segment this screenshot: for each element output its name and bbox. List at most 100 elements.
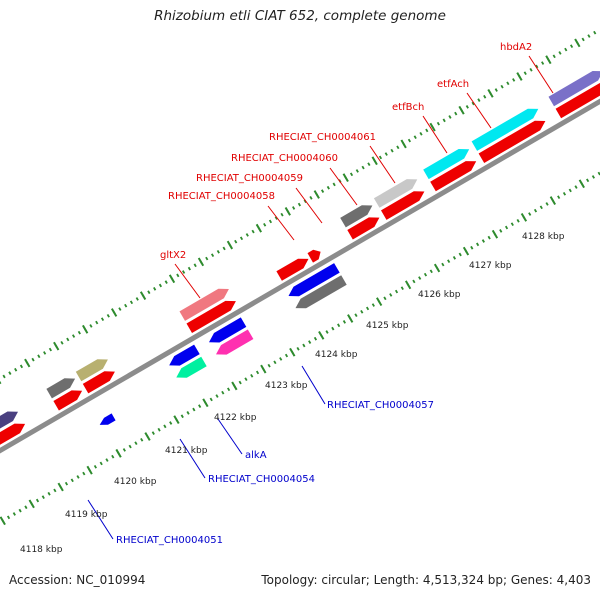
inner-minor-tick	[238, 380, 242, 385]
inner-minor-tick	[325, 330, 329, 334]
outer-minor-tick	[587, 34, 591, 38]
gene-4054-teal	[176, 356, 207, 378]
outer-minor-tick	[349, 172, 354, 177]
outer-major-tick	[82, 324, 89, 334]
outer-minor-tick	[396, 145, 400, 150]
inner-minor-tick	[41, 495, 45, 499]
inner-major-tick	[86, 465, 93, 475]
outer-minor-tick	[182, 270, 186, 274]
outer-minor-tick	[106, 313, 110, 318]
outer-minor-tick	[569, 44, 574, 49]
outer-minor-tick	[193, 263, 197, 268]
outer-minor-tick	[541, 61, 545, 65]
inner-minor-tick	[528, 212, 532, 216]
inner-minor-tick	[591, 175, 595, 179]
inner-minor-tick	[255, 370, 260, 375]
gene-hbda2-red	[555, 83, 600, 119]
outer-major-tick	[0, 380, 2, 385]
outer-minor-tick	[529, 67, 533, 72]
gene-4060-gray	[340, 205, 373, 228]
outer-major-tick	[255, 223, 263, 233]
inner-minor-tick	[267, 363, 271, 368]
inner-minor-tick	[273, 360, 277, 365]
outer-minor-tick	[407, 138, 412, 143]
outer-minor-tick	[274, 216, 278, 220]
inner-minor-tick	[447, 259, 451, 264]
scale-label: 4121 kbp	[165, 446, 208, 456]
inner-minor-tick	[198, 404, 202, 408]
gene-label: RHECIAT_CH0004059	[196, 173, 303, 184]
outer-minor-tick	[535, 64, 539, 69]
gene-label: RHECIAT_CH0004057	[327, 400, 434, 411]
map-title: Rhizobium etli CIAT 652, complete genome	[154, 8, 446, 24]
outer-minor-tick	[523, 71, 527, 76]
outer-minor-tick	[14, 367, 18, 372]
inner-minor-tick	[12, 512, 16, 516]
inner-minor-tick	[441, 262, 445, 267]
gene-etfbch-red	[430, 161, 477, 192]
outer-minor-tick	[419, 131, 423, 136]
outer-minor-tick	[413, 135, 417, 140]
outer-minor-tick	[564, 47, 568, 52]
inner-minor-tick	[163, 424, 167, 429]
inner-minor-tick	[371, 303, 375, 307]
inner-minor-tick	[215, 394, 219, 398]
gene-4060-red	[347, 217, 380, 240]
leader-line	[528, 55, 554, 94]
scale-label: 4125 kbp	[366, 321, 409, 331]
inner-minor-tick	[105, 458, 109, 462]
outer-minor-tick	[222, 246, 226, 251]
outer-minor-tick	[425, 128, 429, 133]
scale-label: 4123 kbp	[265, 381, 308, 391]
inner-minor-tick	[151, 431, 155, 435]
inner-major-tick	[289, 347, 296, 357]
inner-minor-tick	[389, 293, 393, 297]
outer-minor-tick	[129, 300, 134, 305]
inner-major-tick	[520, 213, 528, 222]
inner-minor-tick	[418, 276, 422, 280]
gene-label: alkA	[245, 450, 267, 461]
outer-minor-tick	[471, 101, 475, 106]
inner-minor-tick	[545, 202, 549, 206]
leader-line	[301, 365, 326, 405]
inner-minor-tick	[400, 286, 404, 291]
gene-label: RHECIAT_CH0004054	[208, 474, 315, 485]
outer-minor-tick	[124, 303, 128, 308]
outer-major-tick	[284, 206, 291, 216]
gene-label: gltX2	[160, 250, 186, 261]
inner-minor-tick	[227, 387, 231, 392]
outer-minor-tick	[118, 307, 122, 311]
inner-minor-tick	[186, 411, 190, 415]
outer-minor-tick	[31, 357, 35, 362]
outer-minor-tick	[176, 273, 180, 278]
topology-text: Topology: circular; Length: 4,513,324 bp…	[261, 573, 591, 587]
outer-minor-tick	[100, 317, 105, 322]
outer-minor-tick	[216, 249, 220, 254]
inner-minor-tick	[429, 269, 433, 274]
inner-minor-tick	[383, 296, 387, 301]
backbone-line	[0, 98, 600, 454]
gene-4058-red	[276, 258, 309, 281]
outer-minor-tick	[454, 111, 458, 116]
inner-minor-tick	[302, 343, 306, 348]
leader-line	[87, 499, 114, 540]
gene-4058-red-tail	[307, 249, 321, 263]
outer-major-tick	[371, 156, 378, 166]
gene-4057-gray	[295, 275, 347, 309]
gene-4054-blue	[169, 344, 200, 366]
outer-minor-tick	[448, 115, 452, 119]
outer-minor-tick	[95, 320, 99, 325]
outer-tick-track	[0, 30, 597, 385]
gene-etfach-cyan	[471, 108, 539, 151]
outer-minor-tick	[37, 354, 41, 359]
outer-minor-tick	[494, 88, 498, 92]
inner-minor-tick	[82, 471, 86, 476]
inner-major-tick	[318, 330, 325, 340]
inner-minor-tick	[284, 353, 289, 358]
inner-minor-tick	[342, 320, 346, 324]
inner-minor-tick	[111, 454, 115, 459]
inner-minor-tick	[24, 505, 28, 510]
scale-label: 4128 kbp	[522, 232, 565, 242]
inner-minor-tick	[279, 357, 283, 361]
